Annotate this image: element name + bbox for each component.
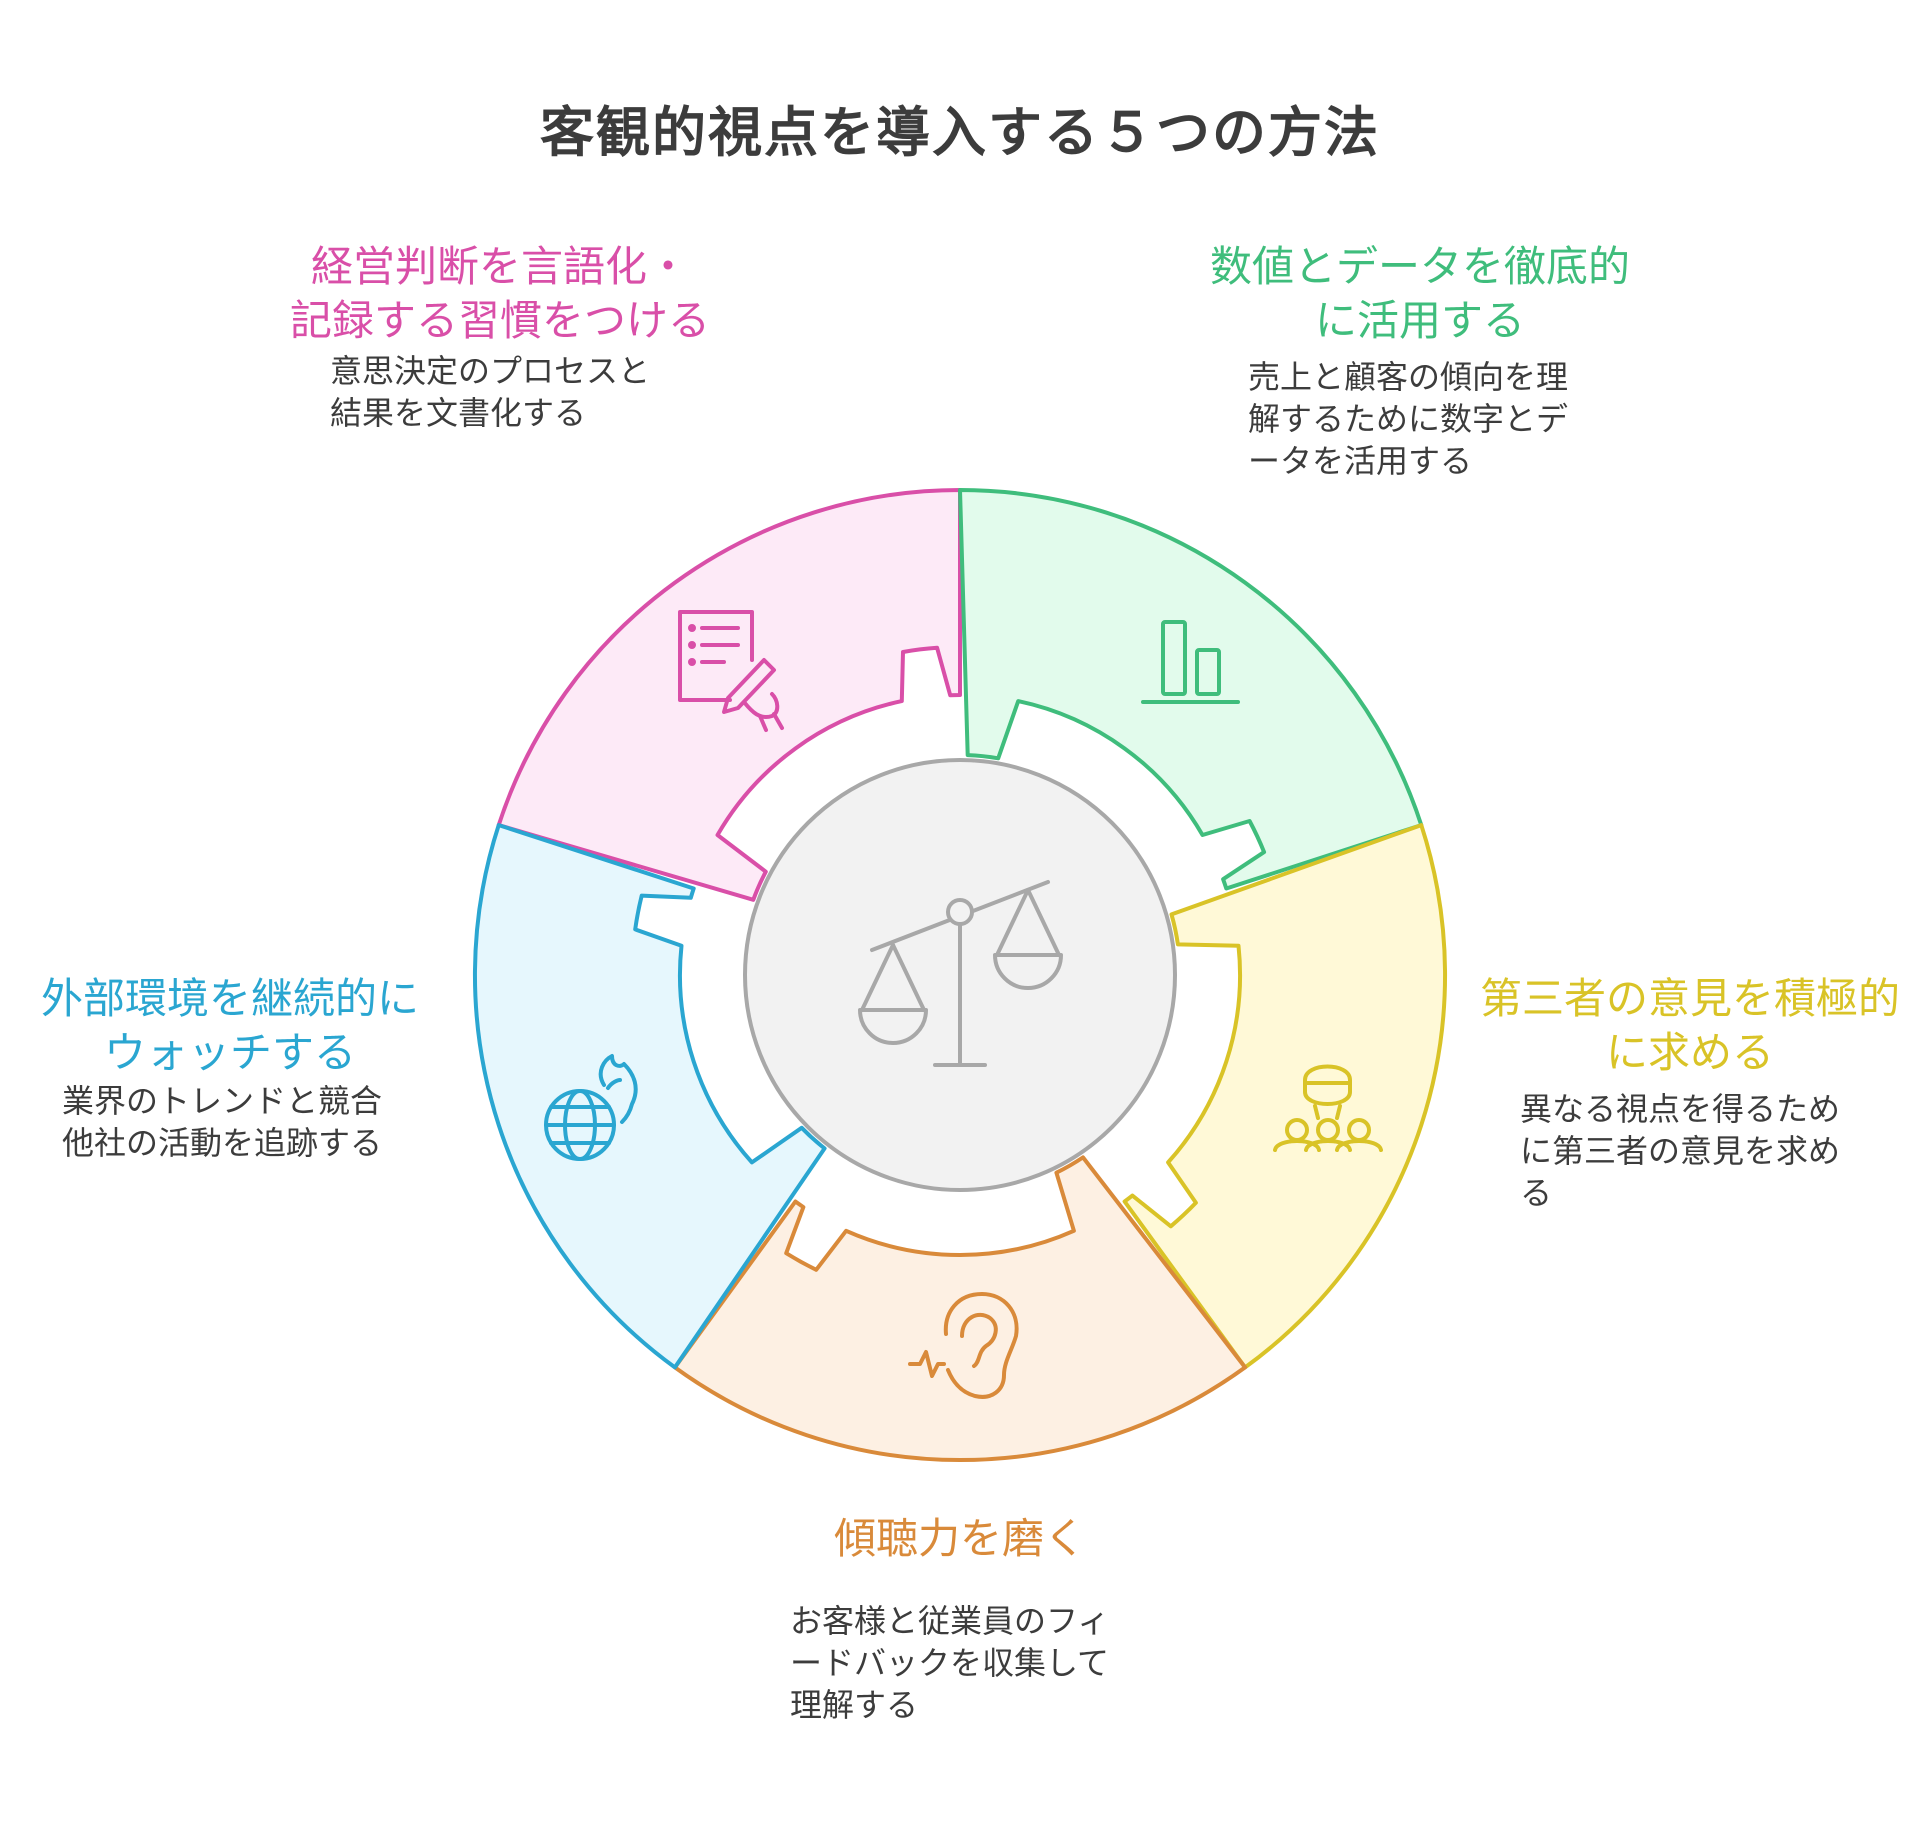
group-people-icon [1273, 1064, 1383, 1152]
label-record: 経営判断を言語化・ 記録する習慣をつける [0, 240, 1000, 348]
label-listen-desc: お客様と従業員のフィ ードバックを収集して 理解する [790, 1602, 1110, 1724]
label-data-desc: 売上と顧客の傾向を理 解するために数字とデ ータを活用する [1248, 358, 1569, 480]
segment-external [473, 823, 827, 1370]
label-record-heading: 経営判断を言語化・ 記録する習慣をつける [289, 242, 710, 345]
label-external: 外部環境を継続的に ウォッチする [0, 972, 460, 1080]
label-external-heading: 外部環境を継続的に ウォッチする [40, 974, 419, 1077]
page-title: 客観的視点を導入する５つの方法 [540, 101, 1380, 164]
globe-fire-icon [544, 1054, 638, 1161]
bar-chart-icon [1141, 620, 1240, 704]
label-record-desc: 意思決定のプロセスと 結果を文書化する [330, 352, 651, 432]
label-third-party-heading: 第三者の意見を積極的 に求める [1479, 974, 1900, 1077]
segment-listen [672, 1155, 1248, 1463]
label-data-heading: 数値とデータを徹底的 に活用する [1209, 242, 1630, 345]
segment-data [958, 488, 1424, 891]
balance-scale-icon [858, 880, 1063, 1067]
label-external-desc: 業界のトレンドと競合 他社の活動を追跡する [62, 1082, 383, 1162]
label-third-party: 第三者の意見を積極的 に求める [1460, 972, 1920, 1080]
label-listen: 傾聴力を磨く [660, 1512, 1260, 1566]
segment-third-party [1122, 823, 1447, 1370]
label-data: 数値とデータを徹底的 に活用する [1160, 240, 1680, 348]
label-listen-heading: 傾聴力を磨く [833, 1514, 1086, 1563]
document-pen-icon [678, 610, 784, 732]
label-third-party-desc: 異なる視点を得るため に第三者の意見を求め る [1520, 1090, 1841, 1212]
ear-icon [908, 1292, 1019, 1399]
